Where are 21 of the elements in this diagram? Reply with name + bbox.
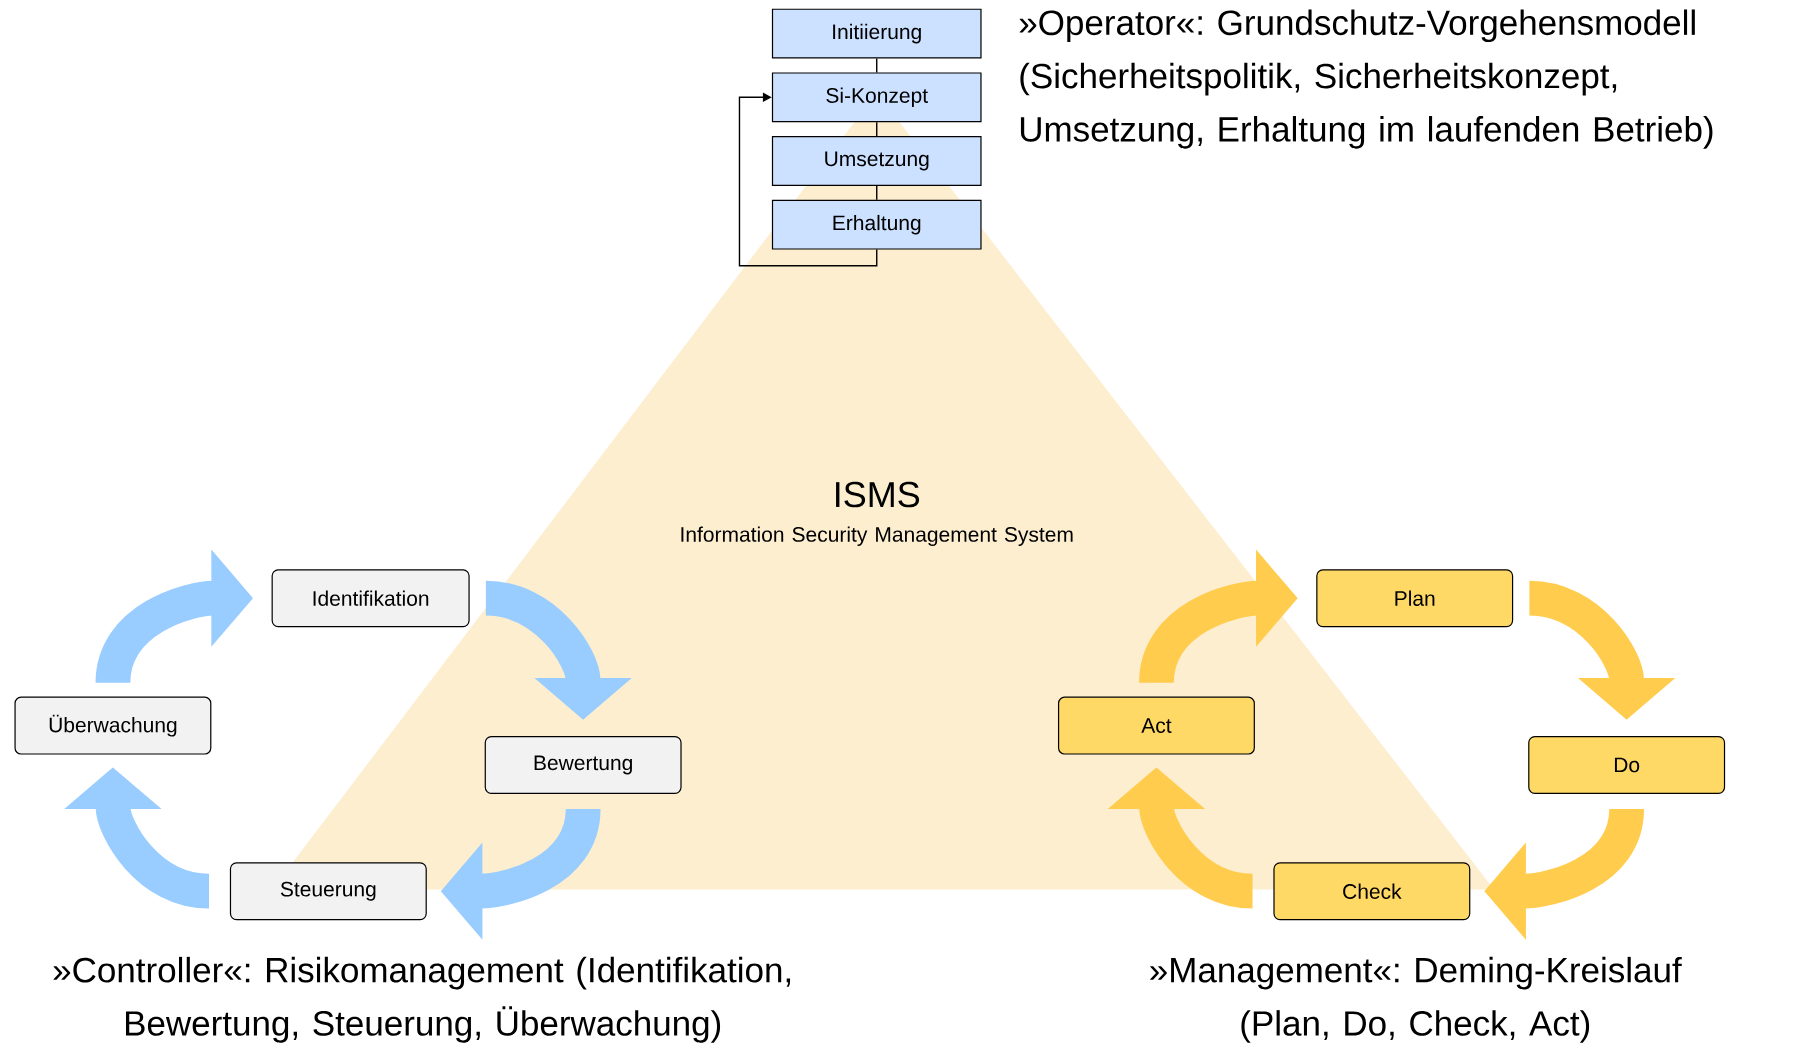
process-box: Check — [1273, 862, 1471, 921]
process-box: Do — [1528, 736, 1726, 794]
connector-line — [876, 57, 878, 74]
process-box: Überwachung — [14, 696, 212, 755]
caption-text: »Controller«: Risikomanagement (Identifikation, Bewertung, Steuerung, Überwachung) — [53, 956, 791, 1043]
subtitle-text: Information Security Management System — [681, 526, 1073, 547]
description-text: »Operator«: Grundschutz-Vorgehensmodell (Sicherheitspolitik, Sicherheitskonzept, Umsetzung, Erhaltung im laufenden Betrieb) — [1019, 9, 1713, 149]
step-box: Erhaltung — [771, 199, 982, 250]
connector-line — [876, 185, 878, 201]
step-box: Umsetzung — [771, 136, 982, 186]
process-box: Steuerung — [229, 862, 427, 921]
caption-text: »Management«: Deming-Kreislauf (Plan, Do, Check, Act) — [1150, 956, 1682, 1043]
process-box: Identifikation — [271, 569, 470, 628]
step-box: Initiierung — [771, 8, 982, 59]
connector-line — [876, 121, 878, 137]
process-box: Plan — [1316, 569, 1514, 628]
process-box: Bewertung — [484, 736, 682, 794]
feedback-arrow — [738, 92, 878, 267]
step-box: Si-Konzept — [771, 72, 982, 123]
process-box: Act — [1058, 696, 1255, 755]
title-text: ISMS — [836, 481, 920, 508]
